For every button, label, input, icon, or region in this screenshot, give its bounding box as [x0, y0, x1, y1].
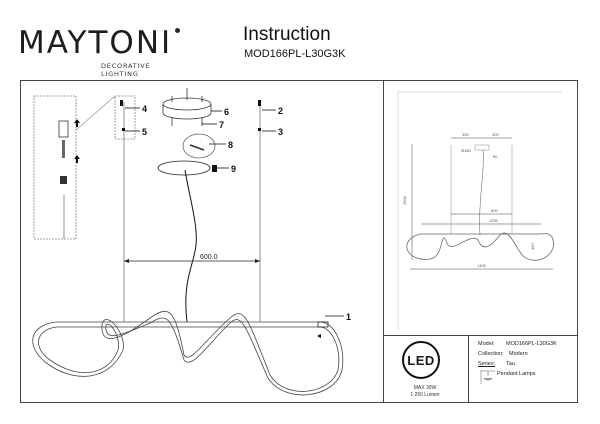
dim-overall-length: 1400	[477, 263, 487, 268]
dim-loop-height: 450	[530, 243, 535, 250]
model-code: MOD166PL-L30G3K	[244, 48, 346, 60]
dim-overall-height: 1500	[402, 195, 407, 205]
model-value: MOD166PL-L30G3K	[506, 341, 557, 347]
power-cord	[184, 169, 197, 323]
pendant-lamp-icon	[480, 370, 495, 384]
detail-box	[33, 95, 77, 240]
cover-ring	[157, 160, 211, 176]
callout-7: 7	[219, 120, 224, 130]
content-frame	[20, 80, 578, 403]
dim-suspension-span: 600	[491, 208, 498, 213]
spec-divider	[468, 335, 469, 403]
led-badge: LED	[402, 341, 440, 379]
callout-2: 2	[278, 106, 283, 116]
collection-value: Modern	[509, 351, 528, 357]
brand-tagline: DECORATIVE LIGHTING	[101, 62, 151, 78]
series-label: Series:	[478, 361, 496, 367]
brand-name: MAYTONI	[18, 25, 173, 61]
callout-1: 1	[346, 312, 351, 322]
lumen-output: 1 250 Lumen	[410, 392, 440, 398]
dimension-600: 600.0	[200, 254, 218, 261]
panel-divider	[383, 80, 384, 403]
callout-6: 6	[224, 107, 229, 117]
dim-bar-length: 1250	[489, 218, 499, 223]
type-value: Pendant Lamps	[497, 371, 536, 377]
dim-canopy-diameter: Ø180	[461, 148, 472, 153]
callout-5: 5	[142, 127, 147, 137]
brand-logo: MAYTONI DECORATIVE LIGHTING	[18, 24, 183, 78]
detail-box-small	[114, 95, 136, 140]
callout-8: 8	[228, 140, 233, 150]
callout-3: 3	[278, 127, 283, 137]
model-label: Model:	[478, 341, 495, 347]
info-divider	[383, 335, 578, 336]
collection-label: Collection:	[478, 351, 504, 357]
dim-canopy-right: 300	[492, 132, 499, 137]
callout-9: 9	[231, 164, 236, 174]
max-power: MAX 30W	[413, 385, 437, 391]
document-title: Instruction	[243, 24, 331, 45]
dim-canopy-height: 50	[493, 154, 498, 159]
driver-box	[317, 321, 329, 328]
callout-4: 4	[142, 104, 147, 114]
brand-dot-icon	[175, 28, 180, 33]
series-value: Tau	[506, 361, 515, 367]
dim-canopy-left: 300	[462, 132, 469, 137]
lamp-body	[32, 310, 344, 396]
